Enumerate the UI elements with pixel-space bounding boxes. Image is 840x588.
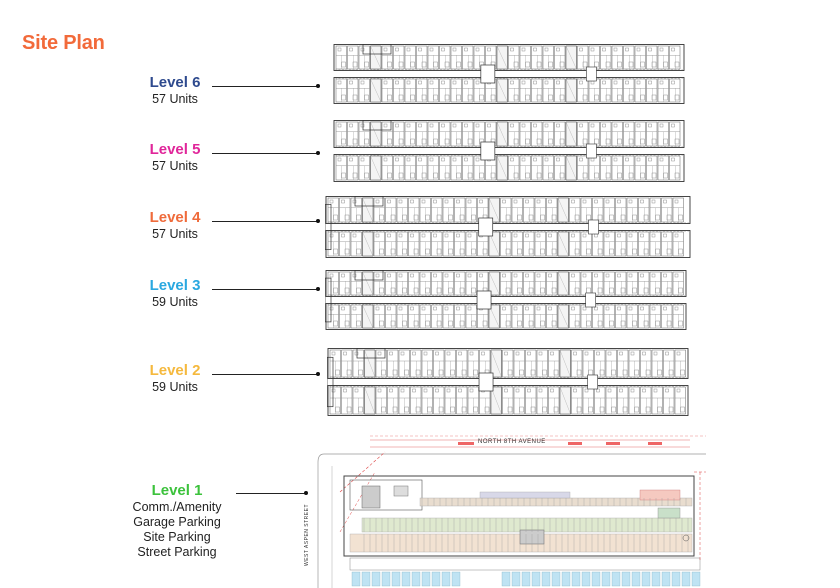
floor-plan-level-2-drawing [327, 348, 689, 416]
floor-plan-level-5 [333, 120, 685, 182]
page-title: Site Plan [22, 32, 105, 54]
level-1-label: Level 1 Comm./Amenity Garage Parking Sit… [118, 482, 236, 560]
level-4-units: 57 Units [152, 227, 198, 241]
level-1-detail-1: Comm./Amenity [132, 500, 222, 514]
level-5-units: 57 Units [152, 159, 198, 173]
level-3-units: 59 Units [152, 295, 198, 309]
leader-line-level-3 [212, 289, 318, 290]
floor-plan-level-6 [333, 44, 685, 104]
floor-plan-level-6-drawing [333, 44, 685, 104]
street-name-left: WEST ASPEN STREET [304, 504, 310, 567]
leader-line-level-1 [236, 493, 306, 494]
leader-line-level-6 [212, 86, 318, 87]
level-3-name: Level 3 [149, 277, 201, 294]
level-4-name: Level 4 [149, 209, 201, 226]
level-5-name: Level 5 [149, 141, 201, 158]
level-4-label: Level 4 57 Units [140, 209, 210, 242]
floor-plan-level-5-drawing [333, 120, 685, 182]
level-2-name: Level 2 [149, 362, 201, 379]
leader-dot-level-6 [316, 84, 320, 88]
floor-plan-level-3 [325, 270, 687, 330]
leader-dot-level-2 [316, 372, 320, 376]
leader-line-level-5 [212, 153, 318, 154]
floor-plan-level-4-drawing [325, 196, 691, 258]
level-1-detail-3: Site Parking [143, 530, 211, 544]
leader-dot-level-3 [316, 287, 320, 291]
leader-dot-level-4 [316, 219, 320, 223]
level-2-label: Level 2 59 Units [140, 362, 210, 395]
leader-dot-level-1 [304, 491, 308, 495]
level-3-label: Level 3 59 Units [140, 277, 210, 310]
floor-plan-level-4 [325, 196, 691, 258]
floor-plan-level-3-drawing [325, 270, 687, 330]
level-6-name: Level 6 [149, 74, 201, 91]
level-1-name: Level 1 [151, 482, 203, 499]
level-5-label: Level 5 57 Units [140, 141, 210, 174]
level-1-detail-4: Street Parking [137, 545, 217, 559]
level-1-detail-2: Garage Parking [133, 515, 221, 529]
level-6-label: Level 6 57 Units [140, 74, 210, 107]
level-2-units: 59 Units [152, 380, 198, 394]
site-plan-level-1: NORTH 8TH AVENUE WEST ASPEN STREET [304, 432, 710, 588]
leader-dot-level-5 [316, 151, 320, 155]
site-plan-drawing [317, 435, 706, 588]
street-name-top: NORTH 8TH AVENUE [478, 439, 546, 445]
leader-line-level-4 [212, 221, 318, 222]
level-6-units: 57 Units [152, 92, 198, 106]
floor-plan-level-2 [327, 348, 689, 416]
leader-line-level-2 [212, 374, 318, 375]
